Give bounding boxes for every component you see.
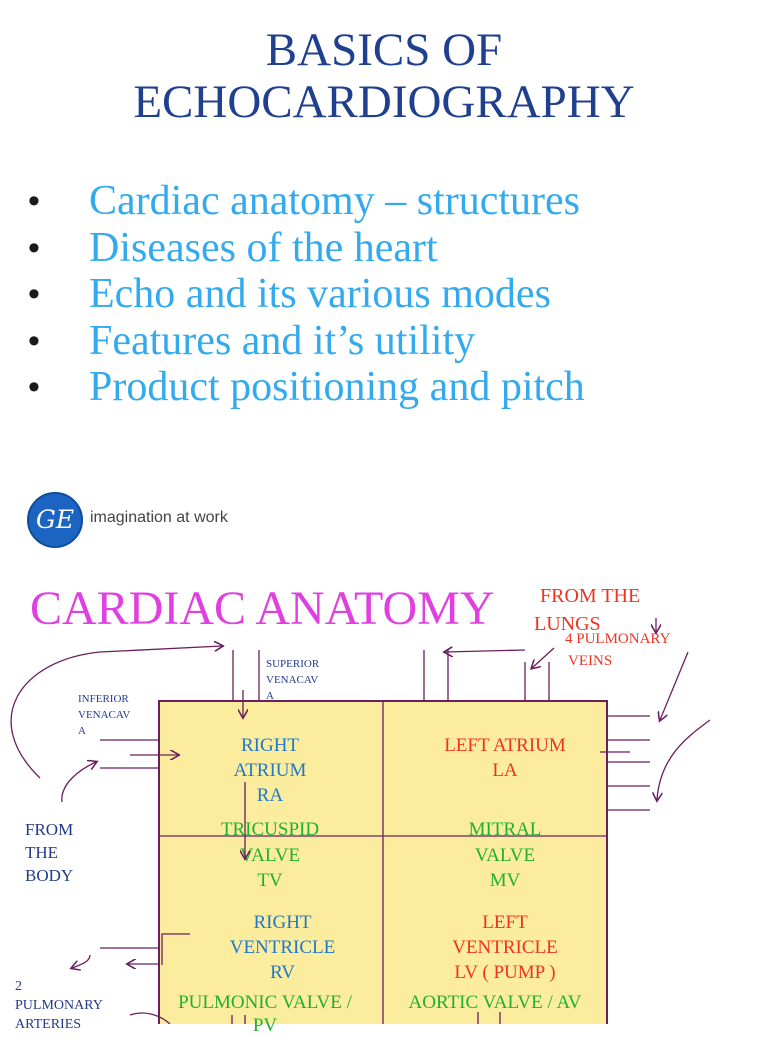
- ge-monogram: GE: [35, 505, 75, 534]
- right-ventricle-label-2: VENTRICLE: [229, 937, 336, 958]
- left-atrium-label-1: LEFT ATRIUM: [444, 735, 566, 756]
- pulmonary-vein-arrow: [660, 651, 689, 720]
- ge-logo-icon: GE: [27, 492, 83, 548]
- pulmonary-vein-arrow: [532, 647, 555, 668]
- right-atrium-label-3: RA: [256, 785, 284, 806]
- return-curve-arrow: [10, 646, 222, 779]
- bullet-text: Features and it’s utility: [89, 317, 476, 364]
- pulmonary-veins-label-2: VEINS: [568, 653, 613, 669]
- bullet-dot: •: [28, 228, 40, 267]
- right-ventricle-label-3: RV: [270, 962, 295, 983]
- lungs-label: LUNGS: [534, 613, 601, 635]
- left-ventricle-label-2: VENTRICLE: [452, 937, 558, 958]
- from-body-label-2: THE: [25, 843, 59, 862]
- mitral-label-2: VALVE: [474, 845, 536, 866]
- page-title-line-1: BASICS OF: [265, 24, 503, 76]
- bullet-text: Cardiac anatomy – structures: [89, 178, 580, 224]
- right-atrium-label-2: ATRIUM: [233, 760, 307, 781]
- tagline: imagination at work: [90, 509, 228, 526]
- from-lungs-label: FROM THE: [540, 585, 641, 607]
- ivc-label-1: INFERIOR: [78, 693, 129, 705]
- pulmonary-veins-label-1: 4 PULMONARY: [565, 630, 671, 648]
- pulmonary-artery-arrow: [72, 954, 91, 968]
- bullet-text: Product positioning and pitch: [89, 364, 585, 410]
- from-body-label-3: BODY: [25, 866, 74, 885]
- tricuspid-label-3: TV: [257, 870, 283, 891]
- right-vein-curve-arrow: [657, 719, 711, 800]
- pa-label-1: 2: [15, 979, 22, 994]
- svc-label-3: A: [266, 690, 274, 702]
- left-ventricle-label-1: LEFT: [482, 912, 528, 933]
- bullet-dot: •: [28, 368, 40, 406]
- bullet-text: Diseases of the heart: [89, 224, 438, 271]
- ivc-label-2: VENACAV: [78, 709, 131, 721]
- from-body-label-1: FROM: [25, 820, 74, 839]
- svc-label-2: VENACAV: [266, 674, 319, 686]
- bullet-text: Echo and its various modes: [89, 271, 551, 317]
- bullet-dot: •: [28, 182, 40, 220]
- pulmonic-valve-label-1: PULMONIC VALVE /: [178, 992, 352, 1013]
- left-atrium-label-2: LA: [492, 760, 518, 781]
- mitral-label-3: MV: [489, 870, 521, 891]
- page-title-line-2: ECHOCARDIOGRAPHY: [133, 76, 635, 128]
- left-ventricle-label-3: LV ( PUMP ): [454, 962, 556, 983]
- from-body-arrow: [61, 762, 96, 803]
- svc-label-1: SUPERIOR: [266, 658, 320, 670]
- bullet-dot: •: [28, 275, 40, 313]
- mitral-label-1: MITRAL: [468, 819, 542, 840]
- pulmonary-artery-line: [161, 933, 190, 965]
- ivc-label-3: A: [78, 725, 86, 737]
- section-title: CARDIAC ANATOMY: [30, 582, 495, 635]
- pulmonary-artery-curve: [129, 1012, 171, 1024]
- right-atrium-label-1: RIGHT: [240, 735, 300, 756]
- pulmonary-vein-arrow: [445, 650, 526, 652]
- right-ventricle-label-1: RIGHT: [253, 912, 312, 933]
- tricuspid-label-2: VALVE: [239, 845, 301, 866]
- aortic-valve-label: AORTIC VALVE / AV: [408, 992, 582, 1013]
- bullet-dot: •: [28, 321, 40, 360]
- pa-label-2: PULMONARY: [15, 998, 103, 1013]
